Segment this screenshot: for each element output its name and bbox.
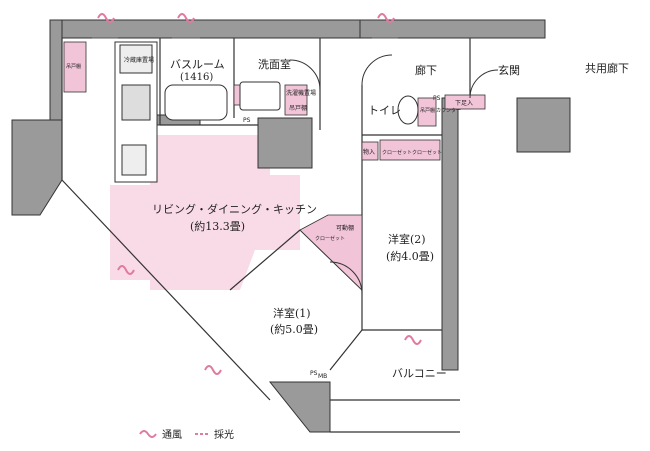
room2-size: (約4.0畳) [386,249,434,263]
interior-lines [61,38,471,433]
kitchen-shelf-label: 吊戸棚 [66,63,81,70]
ps1-label: PS [243,117,251,124]
balcony-label: バルコニー [392,367,447,380]
counter-label: カウンター [436,107,461,114]
shoe-box-label: 下足入 [455,100,473,107]
ventilation-legend-label: 通風 [162,429,182,441]
corridor-label: 廊下 [415,63,437,77]
closet-c-label: クローゼット [315,235,345,242]
storage-label: 物入 [363,148,375,156]
bathroom-size: (1416) [180,72,213,83]
airflow-markers [97,13,422,375]
room2-label: 洋室(2) [388,232,426,246]
washbasin [239,81,281,111]
ps3-label: PS [310,370,318,377]
room1-label: 洋室(1) [273,306,311,320]
fridge-label: 冷蔵庫置場 [124,56,154,64]
corridor-door [361,54,393,86]
mb-label: MB [318,373,327,380]
bathtub [164,84,228,121]
bathroom-label: バスルーム [170,58,225,71]
closet-a-label: クローゼット [382,149,412,156]
common-corridor-label: 共用廊下 [585,61,629,75]
ldk-size: (約13.3畳) [190,219,245,233]
ventilation-legend-icon [139,430,157,438]
toilet-shelf-label: 吊戸棚 [420,107,435,114]
washroom-door [289,59,321,91]
room1-door [329,261,363,296]
entrance-label: 玄関 [498,63,520,77]
toilet-label: トイレ [368,104,401,117]
movable-shelf-label: 可動棚 [336,224,354,232]
washroom-label: 洗面室 [258,57,291,71]
kitchen-counter [114,41,158,183]
daylight-legend-label: 採光 [214,428,234,441]
ps2-label: PS [433,95,441,102]
washer-label: 洗濯機置場 [286,89,316,97]
room1-size: (約5.0畳) [270,322,318,336]
entrance-door [469,69,499,99]
toilet-fixture [397,95,419,125]
closet-b-label: クローゼット [412,149,442,156]
washer-shelf-label: 吊戸棚 [289,104,307,112]
ldk-label: リビング・ダイニング・キッチン [152,202,317,216]
